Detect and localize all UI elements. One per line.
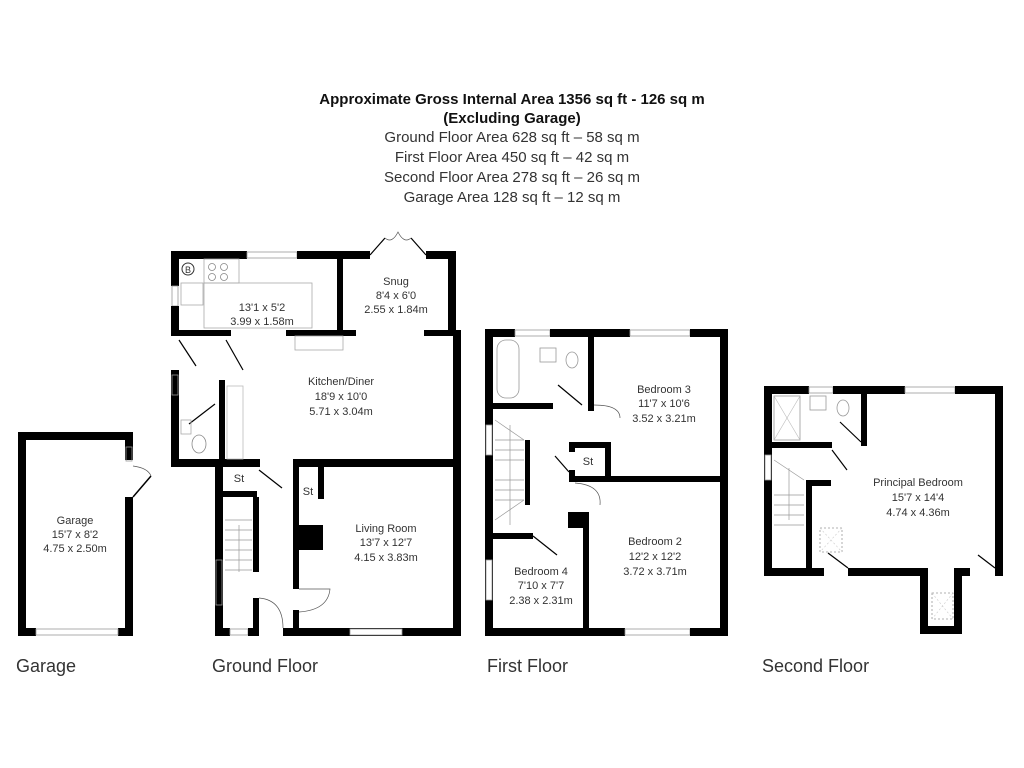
kitchen-diner-imperial: 18'9 x 10'0 [315,391,368,403]
ground-floor-label: Ground Floor [212,656,319,676]
bedroom-3-name: Bedroom 3 [637,384,691,396]
garage-area: Garage Area 128 sq ft – 12 sq m [403,189,621,206]
area-summary: Approximate Gross Internal Area 1356 sq … [0,90,1024,208]
kitchen-diner-name: Kitchen/Diner [308,376,374,388]
snug-name: Snug [383,276,409,288]
living-room-imperial: 13'7 x 12'7 [360,537,413,549]
gross-area-title: Approximate Gross Internal Area 1356 sq … [319,91,705,108]
garage-room-name: Garage [57,515,94,527]
boiler-icon: B [181,262,195,276]
ground-store-2: St [303,486,313,498]
excluding-garage-note: (Excluding Garage) [443,110,581,127]
principal-bedroom-imperial: 15'7 x 14'4 [892,492,945,504]
second-floor-plan [764,386,1003,634]
garage-plan [18,432,152,636]
ground-floor-area: Ground Floor Area 628 sq ft – 58 sq m [384,129,640,146]
bedroom-3-metric: 3.52 x 3.21m [632,413,696,425]
second-floor-label: Second Floor [762,656,870,676]
garage-room-metric: 4.75 x 2.50m [43,543,107,555]
kitchen-diner-metric: 5.71 x 3.04m [309,406,373,418]
kitchen-area-imperial: 13'1 x 5'2 [239,302,285,314]
bedroom-2-imperial: 12'2 x 12'2 [629,551,682,563]
first-floor-store: St [583,456,593,468]
principal-bedroom-name: Principal Bedroom [873,477,963,489]
kitchen-area-metric: 3.99 x 1.58m [230,316,294,328]
bedroom-4-name: Bedroom 4 [514,566,568,578]
ground-store-1: St [234,473,244,485]
bedroom-2-name: Bedroom 2 [628,536,682,548]
bedroom-2-metric: 3.72 x 3.71m [623,566,687,578]
garage-room-imperial: 15'7 x 8'2 [52,529,98,541]
snug-metric: 2.55 x 1.84m [364,304,428,316]
first-floor-label: First Floor [487,656,568,676]
first-floor-area: First Floor Area 450 sq ft – 42 sq m [394,149,630,166]
snug-imperial: 8'4 x 6'0 [376,290,416,302]
bedroom-4-imperial: 7'10 x 7'7 [518,580,564,592]
living-room-metric: 4.15 x 3.83m [354,552,418,564]
bedroom-4-metric: 2.38 x 2.31m [509,595,573,607]
principal-bedroom-metric: 4.74 x 4.36m [886,507,950,519]
bedroom-3-imperial: 11'7 x 10'6 [638,398,690,410]
garage-floor-label: Garage [16,656,77,676]
second-floor-area: Second Floor Area 278 sq ft – 26 sq m [384,169,640,186]
first-floor-plan [485,329,728,636]
living-room-name: Living Room [355,523,416,535]
ground-floor-plan [171,231,461,636]
svg-text:B: B [185,265,191,275]
